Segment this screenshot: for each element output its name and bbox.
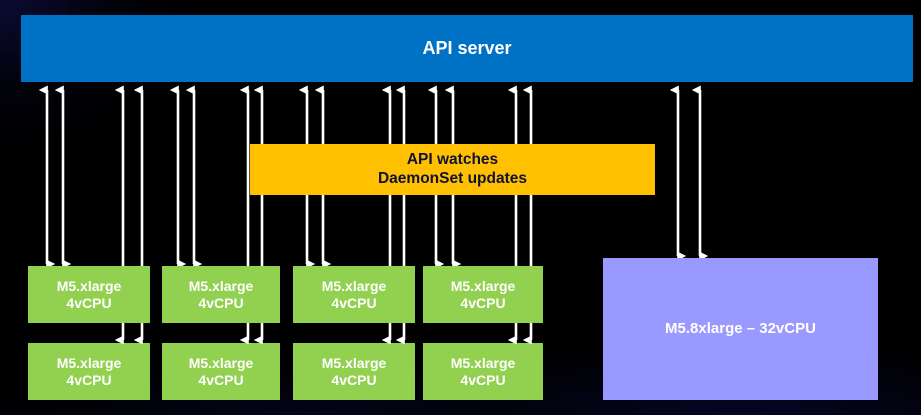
node-label-line2: 4vCPU	[460, 294, 506, 311]
node-label-line1: M5.xlarge	[56, 354, 122, 371]
api-watches-line1: API watches	[406, 151, 499, 169]
node-label-line2: 4vCPU	[66, 294, 112, 311]
api-server-label: API server	[422, 37, 512, 58]
node-label-line1: M5.xlarge	[321, 354, 387, 371]
node-label-line2: 4vCPU	[460, 371, 506, 388]
node-label-line1: M5.xlarge	[56, 277, 122, 294]
api-watches-box[interactable]: API watches DaemonSet updates	[250, 144, 655, 195]
node-label-line1: M5.xlarge	[188, 277, 254, 294]
node-label-line1: M5.xlarge	[188, 354, 254, 371]
api-server-box[interactable]: API server	[21, 15, 913, 82]
api-watches-line2: DaemonSet updates	[377, 169, 527, 187]
arrow-pair-col1-top	[38, 85, 72, 269]
node-box-3[interactable]: M5.xlarge 4vCPU	[293, 266, 415, 323]
node-label-line1: M5.xlarge	[450, 277, 516, 294]
node-box-2[interactable]: M5.xlarge 4vCPU	[162, 266, 280, 323]
arrow-pair-col2-top	[169, 85, 203, 269]
node-label-line2: 4vCPU	[66, 371, 112, 388]
node-box-1[interactable]: M5.xlarge 4vCPU	[28, 266, 150, 323]
node-box-6[interactable]: M5.xlarge 4vCPU	[162, 343, 280, 400]
node-label-line1: M5.xlarge	[450, 354, 516, 371]
node-box-4[interactable]: M5.xlarge 4vCPU	[423, 266, 543, 323]
big-node-label: M5.8xlarge – 32vCPU	[665, 320, 816, 338]
node-box-5[interactable]: M5.xlarge 4vCPU	[28, 343, 150, 400]
node-label-line1: M5.xlarge	[321, 277, 387, 294]
node-box-7[interactable]: M5.xlarge 4vCPU	[293, 343, 415, 400]
node-box-8[interactable]: M5.xlarge 4vCPU	[423, 343, 543, 400]
node-label-line2: 4vCPU	[198, 371, 244, 388]
arrow-pair-bignode	[669, 85, 709, 261]
node-label-line2: 4vCPU	[198, 294, 244, 311]
node-label-line2: 4vCPU	[331, 294, 377, 311]
node-label-line2: 4vCPU	[331, 371, 377, 388]
big-node-box[interactable]: M5.8xlarge – 32vCPU	[603, 258, 878, 400]
